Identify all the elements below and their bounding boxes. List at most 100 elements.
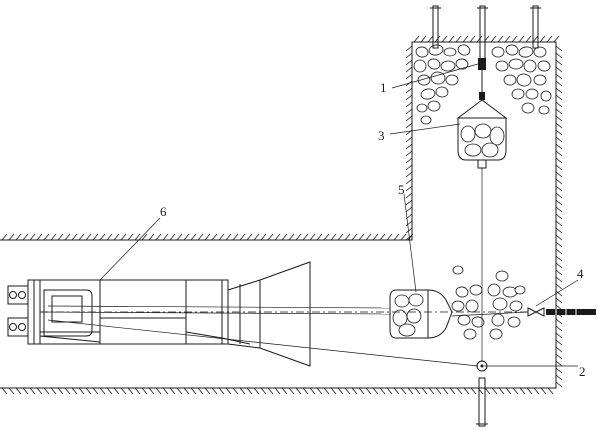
hatch-mark bbox=[288, 387, 295, 395]
hatch-mark bbox=[555, 101, 563, 108]
hatch-mark bbox=[455, 35, 462, 43]
rock bbox=[533, 74, 547, 86]
hatch-mark bbox=[470, 387, 477, 395]
hatch-mark bbox=[372, 233, 379, 241]
hatch-mark bbox=[302, 387, 309, 395]
hatch-mark bbox=[365, 233, 372, 241]
hatch-mark bbox=[405, 94, 413, 101]
hatch-mark bbox=[533, 387, 540, 395]
hatch-mark bbox=[43, 233, 50, 241]
hatch-mark bbox=[555, 178, 563, 185]
hatch-mark bbox=[427, 35, 434, 43]
rock bbox=[508, 58, 524, 70]
hatch-mark bbox=[288, 233, 295, 241]
hatch-mark bbox=[512, 387, 519, 395]
hatch-mark bbox=[323, 387, 330, 395]
anchor-bolt bbox=[430, 5, 441, 49]
hatch-mark bbox=[555, 262, 563, 269]
hatch-mark bbox=[134, 387, 141, 395]
hatch-mark bbox=[462, 35, 469, 43]
rock bbox=[413, 59, 427, 73]
hatch-mark bbox=[36, 387, 43, 395]
hatch-mark bbox=[8, 387, 15, 395]
hatch-mark bbox=[405, 73, 413, 80]
hatch-mark bbox=[260, 387, 267, 395]
rock bbox=[416, 103, 428, 113]
hatch-mark bbox=[413, 35, 420, 43]
rock bbox=[427, 100, 441, 112]
hatch-mark bbox=[555, 325, 563, 332]
hatch-mark bbox=[405, 178, 413, 185]
hatch-mark bbox=[330, 233, 337, 241]
hatch-mark bbox=[555, 220, 563, 227]
hatch-mark bbox=[504, 35, 511, 43]
hatch-mark bbox=[225, 387, 232, 395]
hatch-mark bbox=[405, 122, 413, 129]
rock bbox=[417, 74, 431, 86]
hatch-mark bbox=[555, 59, 563, 66]
rock bbox=[507, 316, 521, 328]
hatch-mark bbox=[428, 387, 435, 395]
hatch-mark bbox=[29, 233, 36, 241]
hatch-mark bbox=[555, 213, 563, 220]
right-connector bbox=[527, 307, 596, 317]
hatch-mark bbox=[540, 387, 547, 395]
hatch-mark bbox=[197, 233, 204, 241]
hatch-mark bbox=[555, 255, 563, 262]
hatch-mark bbox=[64, 233, 71, 241]
hatch-mark bbox=[183, 387, 190, 395]
hatch-mark bbox=[379, 233, 386, 241]
hatch-mark bbox=[309, 233, 316, 241]
top-clamp bbox=[478, 58, 486, 92]
hatch-mark bbox=[337, 233, 344, 241]
rock bbox=[509, 300, 523, 312]
hatch-mark bbox=[365, 387, 372, 395]
hatch-mark bbox=[511, 35, 518, 43]
hatch-mark bbox=[141, 387, 148, 395]
hatch-mark bbox=[267, 387, 274, 395]
hatch-mark bbox=[555, 192, 563, 199]
hatch-mark bbox=[232, 233, 239, 241]
hatch-mark bbox=[169, 387, 176, 395]
hatch-mark bbox=[405, 185, 413, 192]
hatch-mark bbox=[211, 387, 218, 395]
hatch-mark bbox=[246, 387, 253, 395]
hatch-mark bbox=[405, 101, 413, 108]
hatch-mark bbox=[555, 283, 563, 290]
hatch-mark bbox=[29, 387, 36, 395]
hatch-mark bbox=[553, 35, 560, 43]
hatch-mark bbox=[555, 171, 563, 178]
hatch-mark bbox=[405, 87, 413, 94]
hatch-mark bbox=[555, 52, 563, 59]
hatch-mark bbox=[498, 387, 505, 395]
hatch-mark bbox=[302, 233, 309, 241]
hatch-mark bbox=[267, 233, 274, 241]
hatch-mark bbox=[225, 233, 232, 241]
machine-lugs bbox=[7, 285, 29, 337]
hatch-mark bbox=[435, 387, 442, 395]
hatch-mark bbox=[555, 66, 563, 73]
rock bbox=[415, 46, 429, 58]
hatch-mark bbox=[15, 387, 22, 395]
hatch-mark bbox=[555, 248, 563, 255]
rock bbox=[487, 283, 501, 297]
hatch-mark bbox=[246, 233, 253, 241]
callout-2: 2 bbox=[579, 364, 586, 379]
hatch-mark bbox=[547, 387, 554, 395]
hatch-mark bbox=[405, 136, 413, 143]
callout-labels: 1 2 3 4 5 6 bbox=[160, 80, 586, 379]
hatch-mark bbox=[555, 318, 563, 325]
hatch-mark bbox=[281, 233, 288, 241]
hatch-mark bbox=[555, 94, 563, 101]
hatch-mark bbox=[148, 387, 155, 395]
hatch-mark bbox=[204, 233, 211, 241]
hatch-mark bbox=[43, 387, 50, 395]
rock bbox=[495, 270, 509, 282]
hatch-mark bbox=[526, 387, 533, 395]
hatch-mark bbox=[211, 233, 218, 241]
rock bbox=[428, 44, 444, 56]
rock bbox=[457, 44, 471, 56]
hatch-mark bbox=[260, 233, 267, 241]
